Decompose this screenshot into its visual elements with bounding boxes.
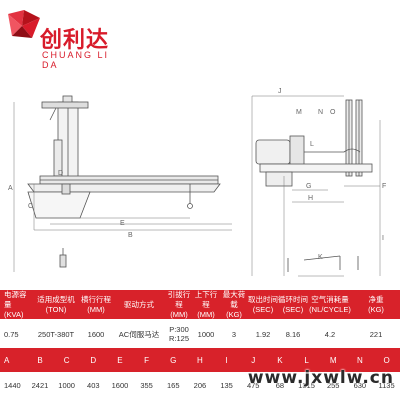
side-dim-J: J bbox=[278, 88, 282, 95]
dim-letter-cell: B bbox=[26, 348, 54, 372]
value-cell: 1000 bbox=[192, 319, 220, 350]
front-dim-C: C bbox=[28, 203, 33, 210]
dim-letter-cell: G bbox=[159, 348, 187, 372]
header-cell: 电源容量(KVA) bbox=[0, 290, 32, 320]
header-cell: 净重(KG) bbox=[352, 290, 400, 320]
dim-letter-cell: J bbox=[239, 348, 267, 372]
brand-emblem-icon bbox=[8, 10, 40, 38]
side-view-drawing: J M N O L K H G F I bbox=[251, 88, 386, 277]
value-cell: 0.75 bbox=[0, 319, 32, 350]
dim-value-cell: 165 bbox=[159, 372, 187, 398]
brand-subtitle: CHUANG LI DA bbox=[42, 50, 110, 70]
header-cell: 上下行程(MM) bbox=[192, 290, 220, 320]
header-cell: 驱动方式 bbox=[112, 290, 166, 320]
brand-name: 创利达 bbox=[40, 28, 110, 53]
dim-value-cell: 255 bbox=[319, 372, 347, 398]
value-cell: 221 bbox=[352, 319, 400, 350]
front-dim-A: A bbox=[8, 185, 13, 192]
header-cell: 横行行程(MM) bbox=[80, 290, 112, 320]
value-cell: 8.16 bbox=[278, 319, 308, 350]
header-cell: 空气消耗量(NL/CYCLE) bbox=[308, 290, 352, 320]
dim-value-cell: 403 bbox=[79, 372, 107, 398]
front-dim-B: B bbox=[128, 232, 133, 239]
dim-letter-cell: C bbox=[53, 348, 80, 372]
side-dim-G: G bbox=[306, 183, 311, 190]
side-dim-M: M bbox=[296, 109, 302, 116]
side-dim-I: I bbox=[382, 235, 384, 242]
dim-letter-cell: K bbox=[266, 348, 294, 372]
dim-value-cell: 1315 bbox=[293, 372, 320, 398]
dim-letter-cell: H bbox=[186, 348, 214, 372]
dim-value-cell: 206 bbox=[186, 372, 214, 398]
side-dim-K: K bbox=[318, 254, 323, 261]
dim-letter-cell: I bbox=[213, 348, 240, 372]
spec-header-row: 电源容量(KVA) 适用成型机(TON) 横行行程(MM) 驱动方式 引拔行程(… bbox=[0, 290, 400, 320]
dimension-value-row: 1440 2421 1000 403 1600 355 165 206 135 … bbox=[0, 372, 400, 398]
side-dim-L: L bbox=[310, 141, 314, 148]
dim-letter-cell: M bbox=[319, 348, 347, 372]
value-cell: AC伺服马达 bbox=[112, 319, 166, 350]
header-cell: 取出时间(SEC) bbox=[248, 290, 278, 320]
spec-value-row: 0.75 250T-380T 1600 AC伺服马达 P:300 R:125 1… bbox=[0, 319, 400, 350]
value-cell: 1600 bbox=[80, 319, 112, 350]
value-cell: 4.2 bbox=[308, 319, 352, 350]
dimension-letter-row: A B C D E F G H I J K L M N O bbox=[0, 348, 400, 372]
value-cell: P:300 R:125 bbox=[166, 319, 192, 350]
front-dim-D: D bbox=[58, 170, 63, 177]
side-dim-F: F bbox=[382, 183, 386, 190]
dim-letter-cell: F bbox=[133, 348, 160, 372]
dim-letter-cell: D bbox=[79, 348, 107, 372]
dim-value-cell: 1135 bbox=[373, 372, 400, 398]
dim-value-cell: 68 bbox=[266, 372, 294, 398]
dim-value-cell: 1600 bbox=[106, 372, 134, 398]
dim-value-cell: 135 bbox=[213, 372, 240, 398]
header-cell: 引拔行程(MM) bbox=[166, 290, 192, 320]
front-view-drawing: A B C D E bbox=[8, 95, 232, 272]
header-cell: 最大荷载(KG) bbox=[220, 290, 248, 320]
brand-logo: 创利达 CHUANG LI DA bbox=[6, 6, 118, 70]
value-cell: 3 bbox=[220, 319, 248, 350]
side-dim-N: N bbox=[318, 109, 323, 116]
dim-value-cell: 475 bbox=[239, 372, 267, 398]
header-cell: 循环时间(SEC) bbox=[278, 290, 308, 320]
dim-letter-cell: E bbox=[106, 348, 134, 372]
dimension-table: A B C D E F G H I J K L M N O 1440 2421 … bbox=[0, 348, 400, 398]
front-dim-E: E bbox=[120, 220, 125, 227]
header-cell: 适用成型机(TON) bbox=[32, 290, 80, 320]
dim-value-cell: 2421 bbox=[26, 372, 54, 398]
dim-value-cell: 1440 bbox=[0, 372, 27, 398]
dim-letter-cell: A bbox=[0, 348, 27, 372]
side-dim-H: H bbox=[308, 195, 313, 202]
dim-letter-cell: O bbox=[373, 348, 400, 372]
value-cell: 250T-380T bbox=[32, 319, 80, 350]
value-cell: 1.92 bbox=[248, 319, 278, 350]
dim-letter-cell: N bbox=[346, 348, 374, 372]
dim-value-cell: 355 bbox=[133, 372, 160, 398]
dim-letter-cell: L bbox=[293, 348, 320, 372]
dim-value-cell: 630 bbox=[346, 372, 374, 398]
spec-table: 电源容量(KVA) 适用成型机(TON) 横行行程(MM) 驱动方式 引拔行程(… bbox=[0, 290, 400, 350]
side-dim-O: O bbox=[330, 109, 336, 116]
dim-value-cell: 1000 bbox=[53, 372, 80, 398]
